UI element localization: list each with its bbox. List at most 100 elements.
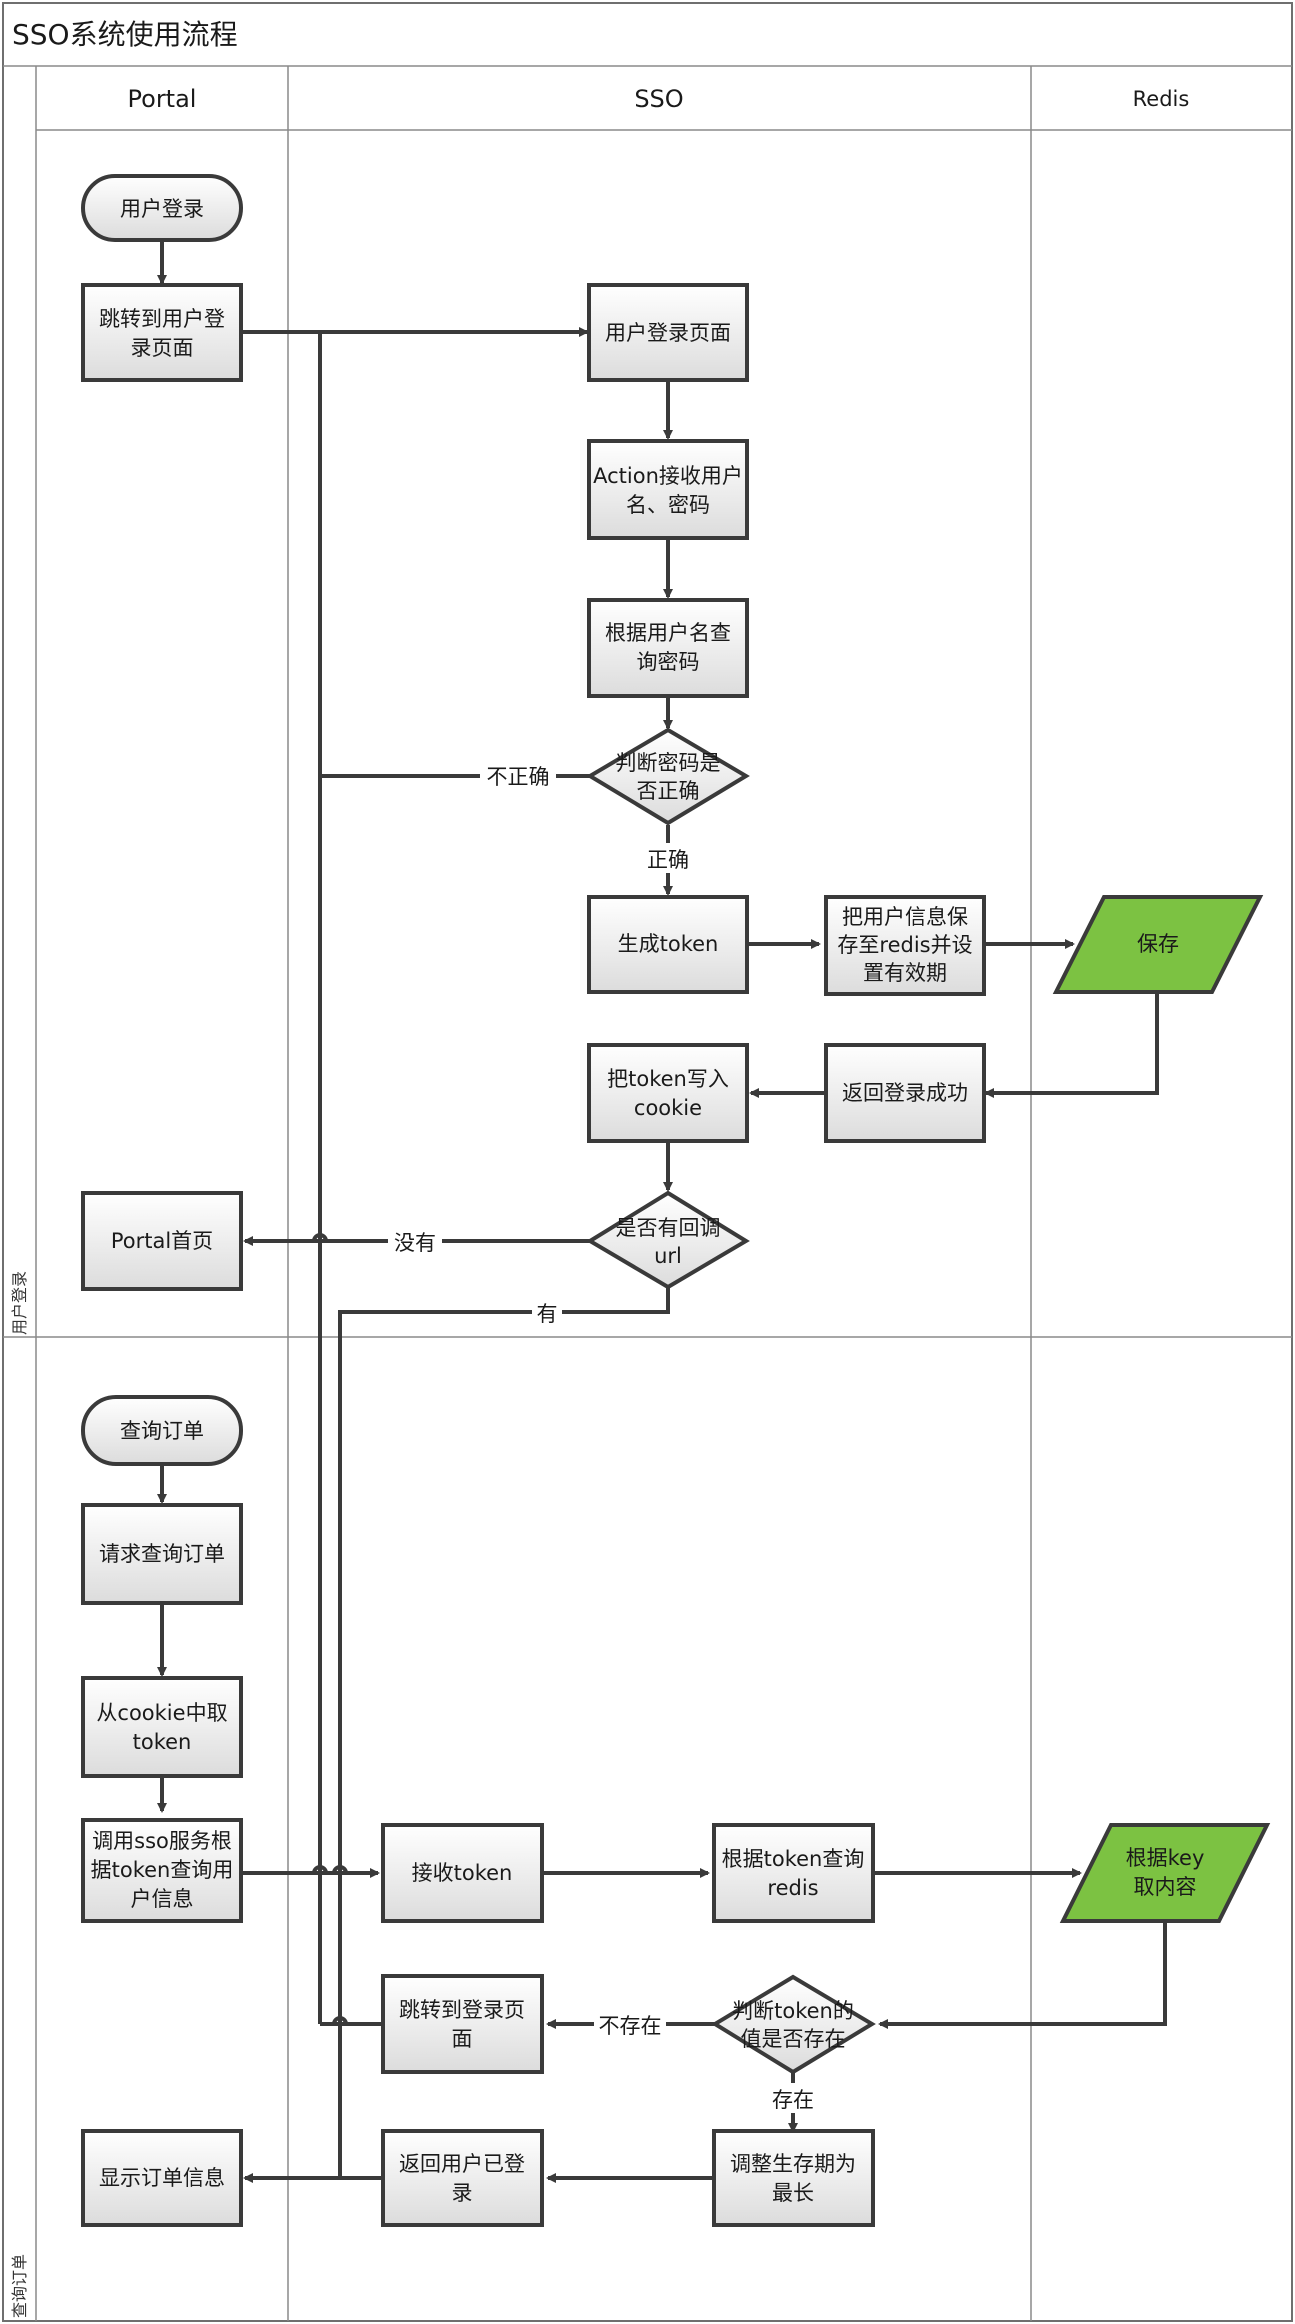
- process-shape: [81, 1818, 243, 1923]
- process-shape: [81, 283, 243, 382]
- node-label: 用户登录: [120, 197, 204, 221]
- lane-header-portal: Portal: [128, 85, 197, 113]
- process-shape: [381, 1974, 544, 2074]
- band-label-query: 查询订单: [10, 2254, 29, 2318]
- data-shape: [1052, 895, 1264, 994]
- node-jump-login-page[interactable]: 跳转到用户登录页面: [81, 283, 243, 382]
- process-shape: [381, 2129, 544, 2227]
- edge-label-incorrect: 不正确: [487, 765, 550, 789]
- node-label: 请求查询订单: [99, 1542, 225, 1566]
- label-bg-no-callback: [388, 1226, 442, 1256]
- line-crossings: [312, 1233, 348, 2025]
- node-gen-token[interactable]: 生成token: [587, 895, 749, 994]
- process-shape: [587, 895, 749, 994]
- hop-crossing: [312, 1233, 328, 1242]
- node-label: 调用sso服务根据token查询用户信息: [91, 1829, 234, 1911]
- label-bg-exists: [767, 2083, 819, 2113]
- edge-redis-to-return-success: [984, 992, 1159, 1098]
- node-label: 保存: [1137, 932, 1179, 956]
- data-shape: [1059, 1823, 1271, 1923]
- node-action-receive[interactable]: Action接收用户名、密码: [587, 439, 749, 540]
- node-query-order[interactable]: 查询订单: [81, 1395, 243, 1466]
- process-shape: [587, 283, 749, 382]
- node-label: 用户登录页面: [605, 321, 731, 345]
- node-query-password[interactable]: 根据用户名查询密码: [587, 598, 749, 698]
- node-label: 跳转到用户登录页面: [99, 307, 225, 360]
- hop-crossing: [332, 2016, 348, 2025]
- terminator-shape: [81, 174, 243, 242]
- node-check-token[interactable]: 判断token的值是否存在: [711, 1974, 876, 2075]
- node-label: 判断token的值是否存在: [732, 1999, 854, 2051]
- node-label: Action接收用户名、密码: [593, 464, 743, 517]
- node-label: 返回用户已登录: [399, 2152, 525, 2205]
- node-show-order[interactable]: 显示订单信息: [81, 2129, 243, 2227]
- node-jump-to-login[interactable]: 跳转到登录页面: [381, 1974, 544, 2074]
- edge-label-correct: 正确: [647, 848, 689, 872]
- edge-label-no-callback: 没有: [394, 1231, 436, 1255]
- edge-labels: 不正确 正确 没有 有 不存在 存在: [388, 760, 819, 2113]
- node-request-order[interactable]: 请求查询订单: [81, 1503, 243, 1605]
- node-label: 生成token: [618, 932, 719, 956]
- node-return-success[interactable]: 返回登录成功: [824, 1043, 986, 1143]
- edge-label-exists: 存在: [772, 2088, 814, 2112]
- terminator-shape: [81, 1395, 243, 1466]
- node-label: Portal首页: [111, 1229, 213, 1253]
- node-redis-save[interactable]: 保存: [1052, 895, 1264, 994]
- node-call-sso-service[interactable]: 调用sso服务根据token查询用户信息: [81, 1818, 243, 1923]
- label-bg-incorrect: [480, 760, 556, 790]
- node-return-logged-in[interactable]: 返回用户已登录: [381, 2129, 544, 2227]
- edge-label-not-exist: 不存在: [599, 2014, 662, 2038]
- node-label: 调整生存期为最长: [730, 2152, 856, 2205]
- node-save-user-info[interactable]: 把用户信息保存至redis并设置有效期: [824, 895, 986, 996]
- node-label: 把用户信息保存至redis并设置有效期: [837, 905, 972, 985]
- edge-redis-get-to-check-token: [878, 1921, 1167, 2029]
- process-shape: [81, 1676, 243, 1778]
- hop-crossing: [332, 1865, 348, 1874]
- node-login-page[interactable]: 用户登录页面: [587, 283, 749, 382]
- node-extend-ttl[interactable]: 调整生存期为最长: [712, 2129, 875, 2227]
- lane-header-sso: SSO: [634, 85, 683, 113]
- node-label: 查询订单: [120, 1419, 204, 1443]
- process-shape: [81, 1191, 243, 1291]
- process-shape: [587, 598, 749, 698]
- process-shape: [587, 439, 749, 540]
- edge-callback-yes: [338, 1287, 670, 2178]
- process-shape: [824, 895, 986, 996]
- node-check-password[interactable]: 判断密码是否正确: [586, 727, 750, 826]
- hop-crossing: [312, 1865, 328, 1874]
- node-receive-token[interactable]: 接收token: [381, 1823, 544, 1923]
- node-label: 判断密码是否正确: [616, 751, 721, 803]
- process-shape: [81, 1503, 243, 1605]
- node-user-login[interactable]: 用户登录: [81, 174, 243, 242]
- node-portal-home[interactable]: Portal首页: [81, 1191, 243, 1291]
- node-label: 显示订单信息: [99, 2166, 225, 2190]
- band-label-login: 用户登录: [10, 1271, 29, 1335]
- edge-label-has-callback: 有: [537, 1302, 558, 1326]
- process-shape: [824, 1043, 986, 1143]
- node-label: 跳转到登录页面: [399, 1998, 525, 2051]
- label-bg-correct: [640, 843, 696, 873]
- label-bg-has-callback: [532, 1297, 562, 1327]
- node-label: 返回登录成功: [842, 1081, 968, 1105]
- node-label: 根据用户名查询密码: [605, 621, 731, 674]
- decision-shape: [711, 1974, 876, 2075]
- process-shape: [81, 2129, 243, 2227]
- process-shape: [712, 1823, 875, 1923]
- decision-shape: [586, 727, 750, 826]
- diagram-title: SSO系统使用流程: [12, 18, 238, 51]
- label-bg-not-exist: [594, 2009, 666, 2039]
- decision-shape: [586, 1190, 750, 1290]
- process-shape: [381, 1823, 544, 1923]
